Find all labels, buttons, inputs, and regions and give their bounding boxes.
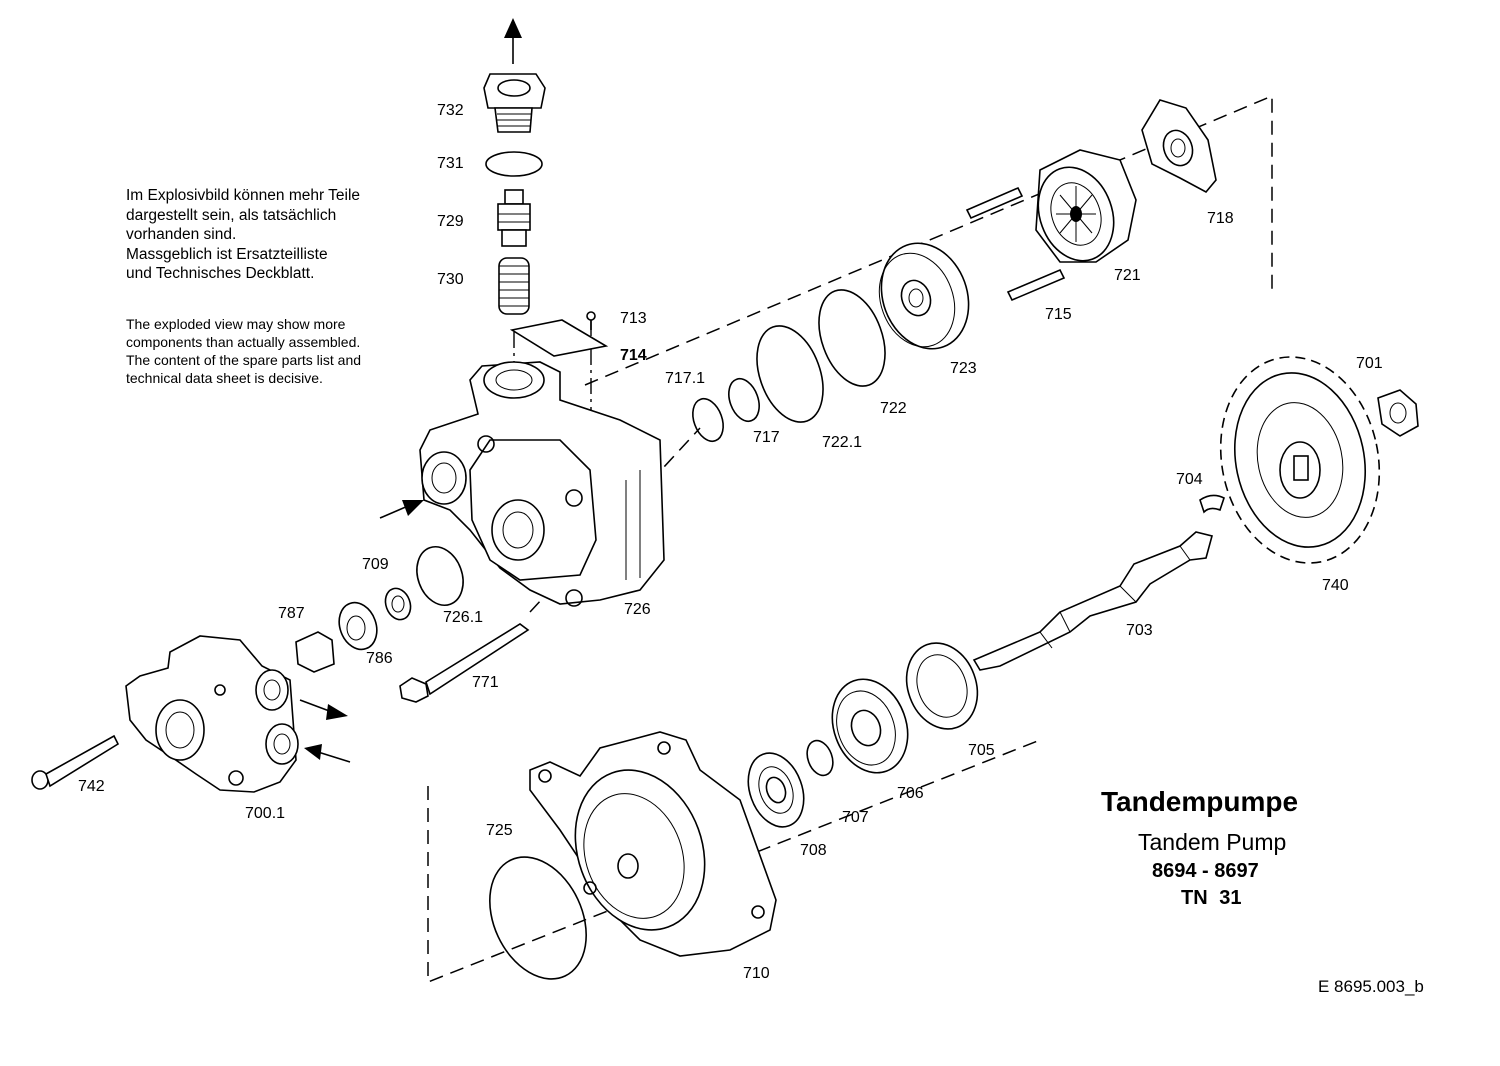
part-742-bolt (31, 734, 120, 790)
note-de-line: Massgeblich ist Ersatzteilliste (126, 245, 328, 263)
part-label: 740 (1322, 577, 1349, 594)
part-label: 722 (880, 400, 907, 417)
part-label: 708 (800, 842, 827, 859)
part-729-valve (497, 189, 531, 247)
part-717-1-snap-ring (692, 397, 724, 443)
part-730-spring (498, 257, 530, 315)
part-label: 701 (1356, 355, 1383, 372)
note-en-line: components than actually assembled. (126, 334, 361, 350)
title-english: Tandem Pump (1138, 829, 1287, 855)
part-708-shaft-seal (747, 752, 805, 828)
part-786-bearing (338, 601, 378, 651)
part-label: 713 (620, 310, 647, 327)
part-label: 786 (366, 650, 393, 667)
part-703-shaft (972, 531, 1213, 671)
type-number: TN 31 (1181, 887, 1242, 909)
note-en-line: The content of the spare parts list and (126, 352, 362, 368)
note-english: The exploded view may show more componen… (126, 315, 426, 387)
part-label: 718 (1207, 210, 1234, 227)
part-732-fitting (483, 73, 546, 133)
part-label: 706 (897, 785, 924, 802)
part-label: 722.1 (822, 434, 863, 451)
part-731-o-ring (485, 151, 543, 177)
note-de-line: vorhanden sind. (126, 226, 237, 243)
part-713-screw (586, 311, 596, 330)
part-723-side-plate (878, 242, 970, 350)
dashed-axis-line (529, 427, 701, 613)
document-reference: E 8695.003_b (1318, 977, 1424, 996)
part-label: 731 (437, 155, 464, 172)
part-722-o-ring (818, 289, 886, 387)
part-label: 707 (842, 809, 869, 826)
part-label: 700.1 (245, 805, 286, 822)
note-en-line: technical data sheet is decisive. (126, 370, 323, 386)
flow-arrow-icon (304, 744, 351, 763)
part-label: 742 (78, 778, 105, 795)
part-label: 715 (1045, 306, 1072, 323)
part-label: 714 (620, 347, 647, 364)
part-718-end-plate (1141, 99, 1217, 194)
note-en-line: The exploded view may show more (126, 316, 346, 332)
dashed-frame-top (584, 94, 1273, 386)
part-709-needle-bearing (384, 587, 412, 621)
part-726-1-o-ring (416, 546, 464, 606)
part-706-bearing (831, 678, 909, 774)
part-label: 787 (278, 605, 305, 622)
part-label: 732 (437, 102, 464, 119)
part-label: 771 (472, 674, 499, 691)
note-german: Im Explosivbild können mehr Teile darges… (126, 186, 426, 284)
part-701-nut (1377, 389, 1419, 437)
part-714-plate (509, 319, 609, 357)
part-707-circlip (806, 739, 834, 777)
model-range: 8694 - 8697 (1152, 860, 1259, 882)
part-label: 725 (486, 822, 513, 839)
part-726-pump-housing (419, 361, 665, 607)
part-label: 723 (950, 360, 977, 377)
part-700-1-secondary-pump (125, 635, 299, 793)
note-de-line: Im Explosivbild können mehr Teile (126, 187, 361, 204)
flow-arrow-icon (299, 699, 348, 720)
part-label: 717 (753, 429, 780, 446)
part-label: 726 (624, 601, 651, 618)
part-715-pins (965, 186, 1066, 302)
part-740-gear (1219, 356, 1381, 564)
part-710-flange-cover (529, 731, 777, 957)
part-label: 729 (437, 213, 464, 230)
part-label: 709 (362, 556, 389, 573)
part-717-ring (728, 377, 760, 423)
part-label: 726.1 (443, 609, 484, 626)
part-705-retaining-plate (905, 642, 979, 730)
title-german: Tandempumpe (1101, 786, 1299, 817)
outlet-arrow-icon (504, 18, 522, 64)
part-721-rotor-group (1035, 149, 1137, 263)
part-704-woodruff-key (1199, 494, 1225, 514)
part-722-1-o-ring (756, 325, 824, 423)
part-label: 704 (1176, 471, 1203, 488)
part-771-bolt (399, 623, 530, 703)
part-label: 717.1 (665, 370, 706, 387)
part-label: 703 (1126, 622, 1153, 639)
part-label: 721 (1114, 267, 1141, 284)
part-label: 730 (437, 271, 464, 288)
part-725-o-ring (489, 856, 587, 980)
part-label: 710 (743, 965, 770, 982)
inlet-arrow-icon (379, 500, 424, 519)
part-787-coupling (295, 631, 335, 673)
note-de-line: dargestellt sein, als tatsächlich (126, 206, 337, 224)
note-de-line: und Technisches Deckblatt. (126, 265, 315, 282)
part-label: 705 (968, 742, 995, 759)
